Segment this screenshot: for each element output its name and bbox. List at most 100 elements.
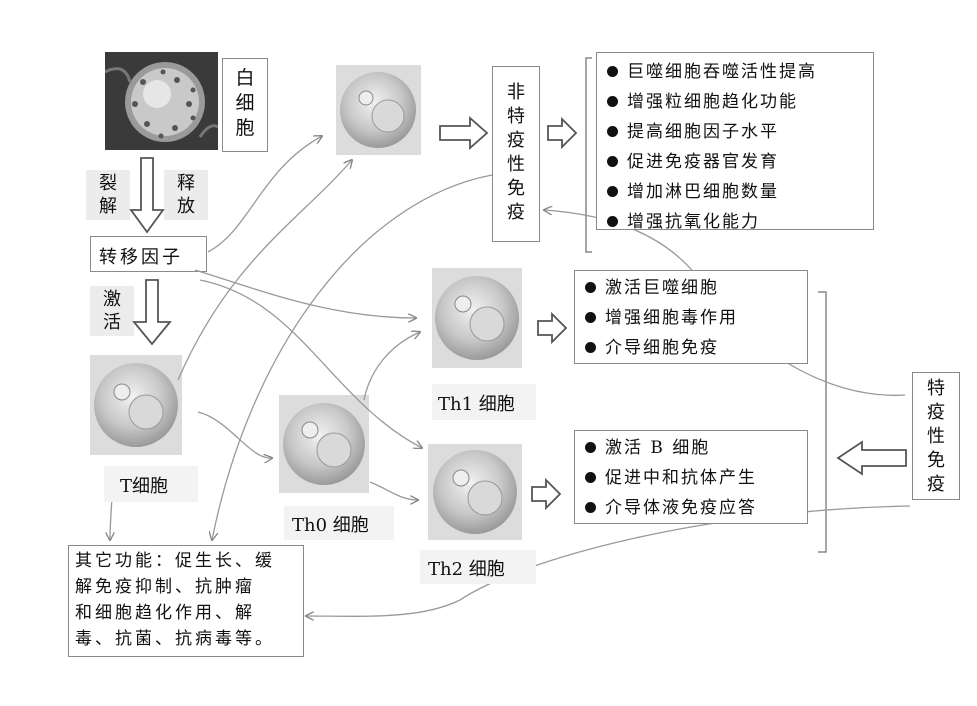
connector-tcell-to-th0 (197, 411, 272, 458)
leukocyte-image (104, 52, 219, 150)
bullet-icon (607, 126, 618, 137)
effect-text: 增强抗氧化能力 (627, 212, 760, 232)
bullet-icon (607, 156, 618, 167)
connector-nonspecific-to-other (212, 174, 493, 540)
bracket-nonspecific (585, 57, 592, 253)
release-label-char: 放 (177, 196, 195, 217)
arrow-transfer-to-tcell (132, 279, 172, 346)
specific-char: 疫 (927, 402, 945, 423)
connector-th0-to-th1 (363, 332, 420, 401)
release-label-char: 释 (177, 173, 195, 194)
transfer-factor-box: 转移因子 (90, 236, 207, 272)
th0-label-box: Th0 细胞 (284, 506, 394, 540)
bullet-icon (607, 186, 618, 197)
arrow-nonspecific-to-effects (547, 116, 578, 150)
connector-transfer-to-th1 (194, 269, 416, 318)
list-item: 促进免疫器官发育 (607, 147, 817, 177)
specific-char: 疫 (927, 474, 945, 495)
list-item: 增强细胞毒作用 (585, 303, 738, 333)
bullet-icon (585, 312, 596, 323)
bullet-icon (607, 66, 618, 77)
nonspecific-char: 疫 (507, 202, 525, 223)
effect-text: 介导体液免疫应答 (605, 498, 757, 518)
effect-text: 增加淋巴细胞数量 (627, 182, 779, 202)
split-label: 裂 解 (86, 170, 130, 220)
cell-th0 (279, 395, 369, 493)
activate-label: 激 活 (90, 286, 134, 336)
th1-label-box: Th1 细胞 (432, 384, 536, 420)
nonspecific-immunity-box: 非 特 疫 性 免 疫 (492, 66, 540, 242)
activate-label-char: 激 (103, 289, 121, 310)
list-item: 增强粒细胞趋化功能 (607, 87, 817, 117)
list-item: 介导细胞免疫 (585, 333, 738, 363)
cell-th2 (428, 444, 522, 540)
arrow-cell-to-nonspecific (439, 116, 489, 150)
effect-text: 增强粒细胞趋化功能 (627, 92, 798, 112)
leukocyte-label-char: 胞 (235, 117, 255, 139)
effect-text: 提高细胞因子水平 (627, 122, 779, 142)
effect-text: 激活巨噬细胞 (605, 278, 719, 298)
effect-text: 巨噬细胞吞噬活性提高 (627, 62, 817, 82)
transfer-factor-label: 转移因子 (99, 247, 183, 268)
list-item: 增加淋巴细胞数量 (607, 177, 817, 207)
cell-th1 (432, 268, 522, 368)
specific-immunity-box: 特 疫 性 免 疫 (912, 372, 960, 500)
arrow-th2-to-effects (531, 477, 562, 511)
arrow-specific-to-bracket (836, 440, 907, 476)
th0-label: Th0 细胞 (292, 515, 369, 536)
activate-label-char: 活 (103, 312, 121, 333)
bullet-icon (585, 342, 596, 353)
list-item: 促进中和抗体产生 (585, 463, 757, 493)
bullet-icon (585, 282, 596, 293)
leukocyte-label-char: 白 (235, 67, 255, 89)
th2-label: Th2 细胞 (428, 559, 505, 580)
effect-text: 激活 B 细胞 (605, 438, 711, 458)
nonspecific-effects-box: 巨噬细胞吞噬活性提高 增强粒细胞趋化功能 提高细胞因子水平 促进免疫器官发育 增… (596, 52, 874, 232)
nonspecific-char: 性 (507, 154, 525, 175)
arrow-leukocyte-to-transfer (129, 157, 165, 234)
th1-effects-box: 激活巨噬细胞 增强细胞毒作用 介导细胞免疫 (574, 270, 808, 364)
list-item: 介导体液免疫应答 (585, 493, 757, 523)
specific-char: 免 (927, 450, 945, 471)
specific-char: 性 (927, 426, 945, 447)
connector-transfer-to-th2 (199, 279, 422, 448)
list-item: 激活 B 细胞 (585, 433, 757, 463)
other-functions-line: 其它功能：促生长、缓 (75, 551, 275, 571)
th2-effects-box: 激活 B 细胞 促进中和抗体产生 介导体液免疫应答 (574, 430, 808, 524)
split-label-char: 裂 (99, 173, 117, 194)
nonspecific-char: 疫 (507, 130, 525, 151)
bullet-icon (607, 216, 618, 227)
leukocyte-label-char: 细 (235, 92, 255, 114)
th2-label-box: Th2 细胞 (420, 550, 536, 584)
effect-text: 介导细胞免疫 (605, 338, 719, 358)
connector-th0-to-th2 (369, 481, 418, 500)
split-label-char: 解 (99, 196, 117, 217)
list-item: 提高细胞因子水平 (607, 117, 817, 147)
arrow-th1-to-effects (537, 311, 568, 345)
effect-text: 促进中和抗体产生 (605, 468, 757, 488)
nonspecific-char: 非 (507, 82, 525, 103)
t-cell-label: T细胞 (120, 476, 169, 497)
effect-text: 促进免疫器官发育 (627, 152, 779, 172)
nonspecific-char: 特 (507, 106, 525, 127)
release-label: 释 放 (164, 170, 208, 220)
specific-char: 特 (927, 378, 945, 399)
list-item: 激活巨噬细胞 (585, 273, 738, 303)
list-item: 增强抗氧化能力 (607, 207, 817, 237)
connector-tcell-to-nonspecific-cell (177, 160, 352, 381)
cell-t (90, 355, 182, 455)
bullet-icon (585, 472, 596, 483)
bullet-icon (585, 502, 596, 513)
other-functions-box: 其它功能：促生长、缓 解免疫抑制、抗肿瘤 和细胞趋化作用、解 毒、抗菌、抗病毒等… (68, 545, 304, 657)
other-functions-line: 和细胞趋化作用、解 (75, 603, 255, 623)
bracket-specific (818, 291, 827, 553)
nonspecific-char: 免 (507, 178, 525, 199)
other-functions-line: 解免疫抑制、抗肿瘤 (75, 577, 255, 597)
other-functions-line: 毒、抗菌、抗病毒等。 (75, 629, 275, 649)
cell-nonspecific (336, 65, 421, 155)
connector-transfer-to-nonspecific-cell (207, 136, 322, 253)
list-item: 巨噬细胞吞噬活性提高 (607, 57, 817, 87)
effect-text: 增强细胞毒作用 (605, 308, 738, 328)
bullet-icon (607, 96, 618, 107)
